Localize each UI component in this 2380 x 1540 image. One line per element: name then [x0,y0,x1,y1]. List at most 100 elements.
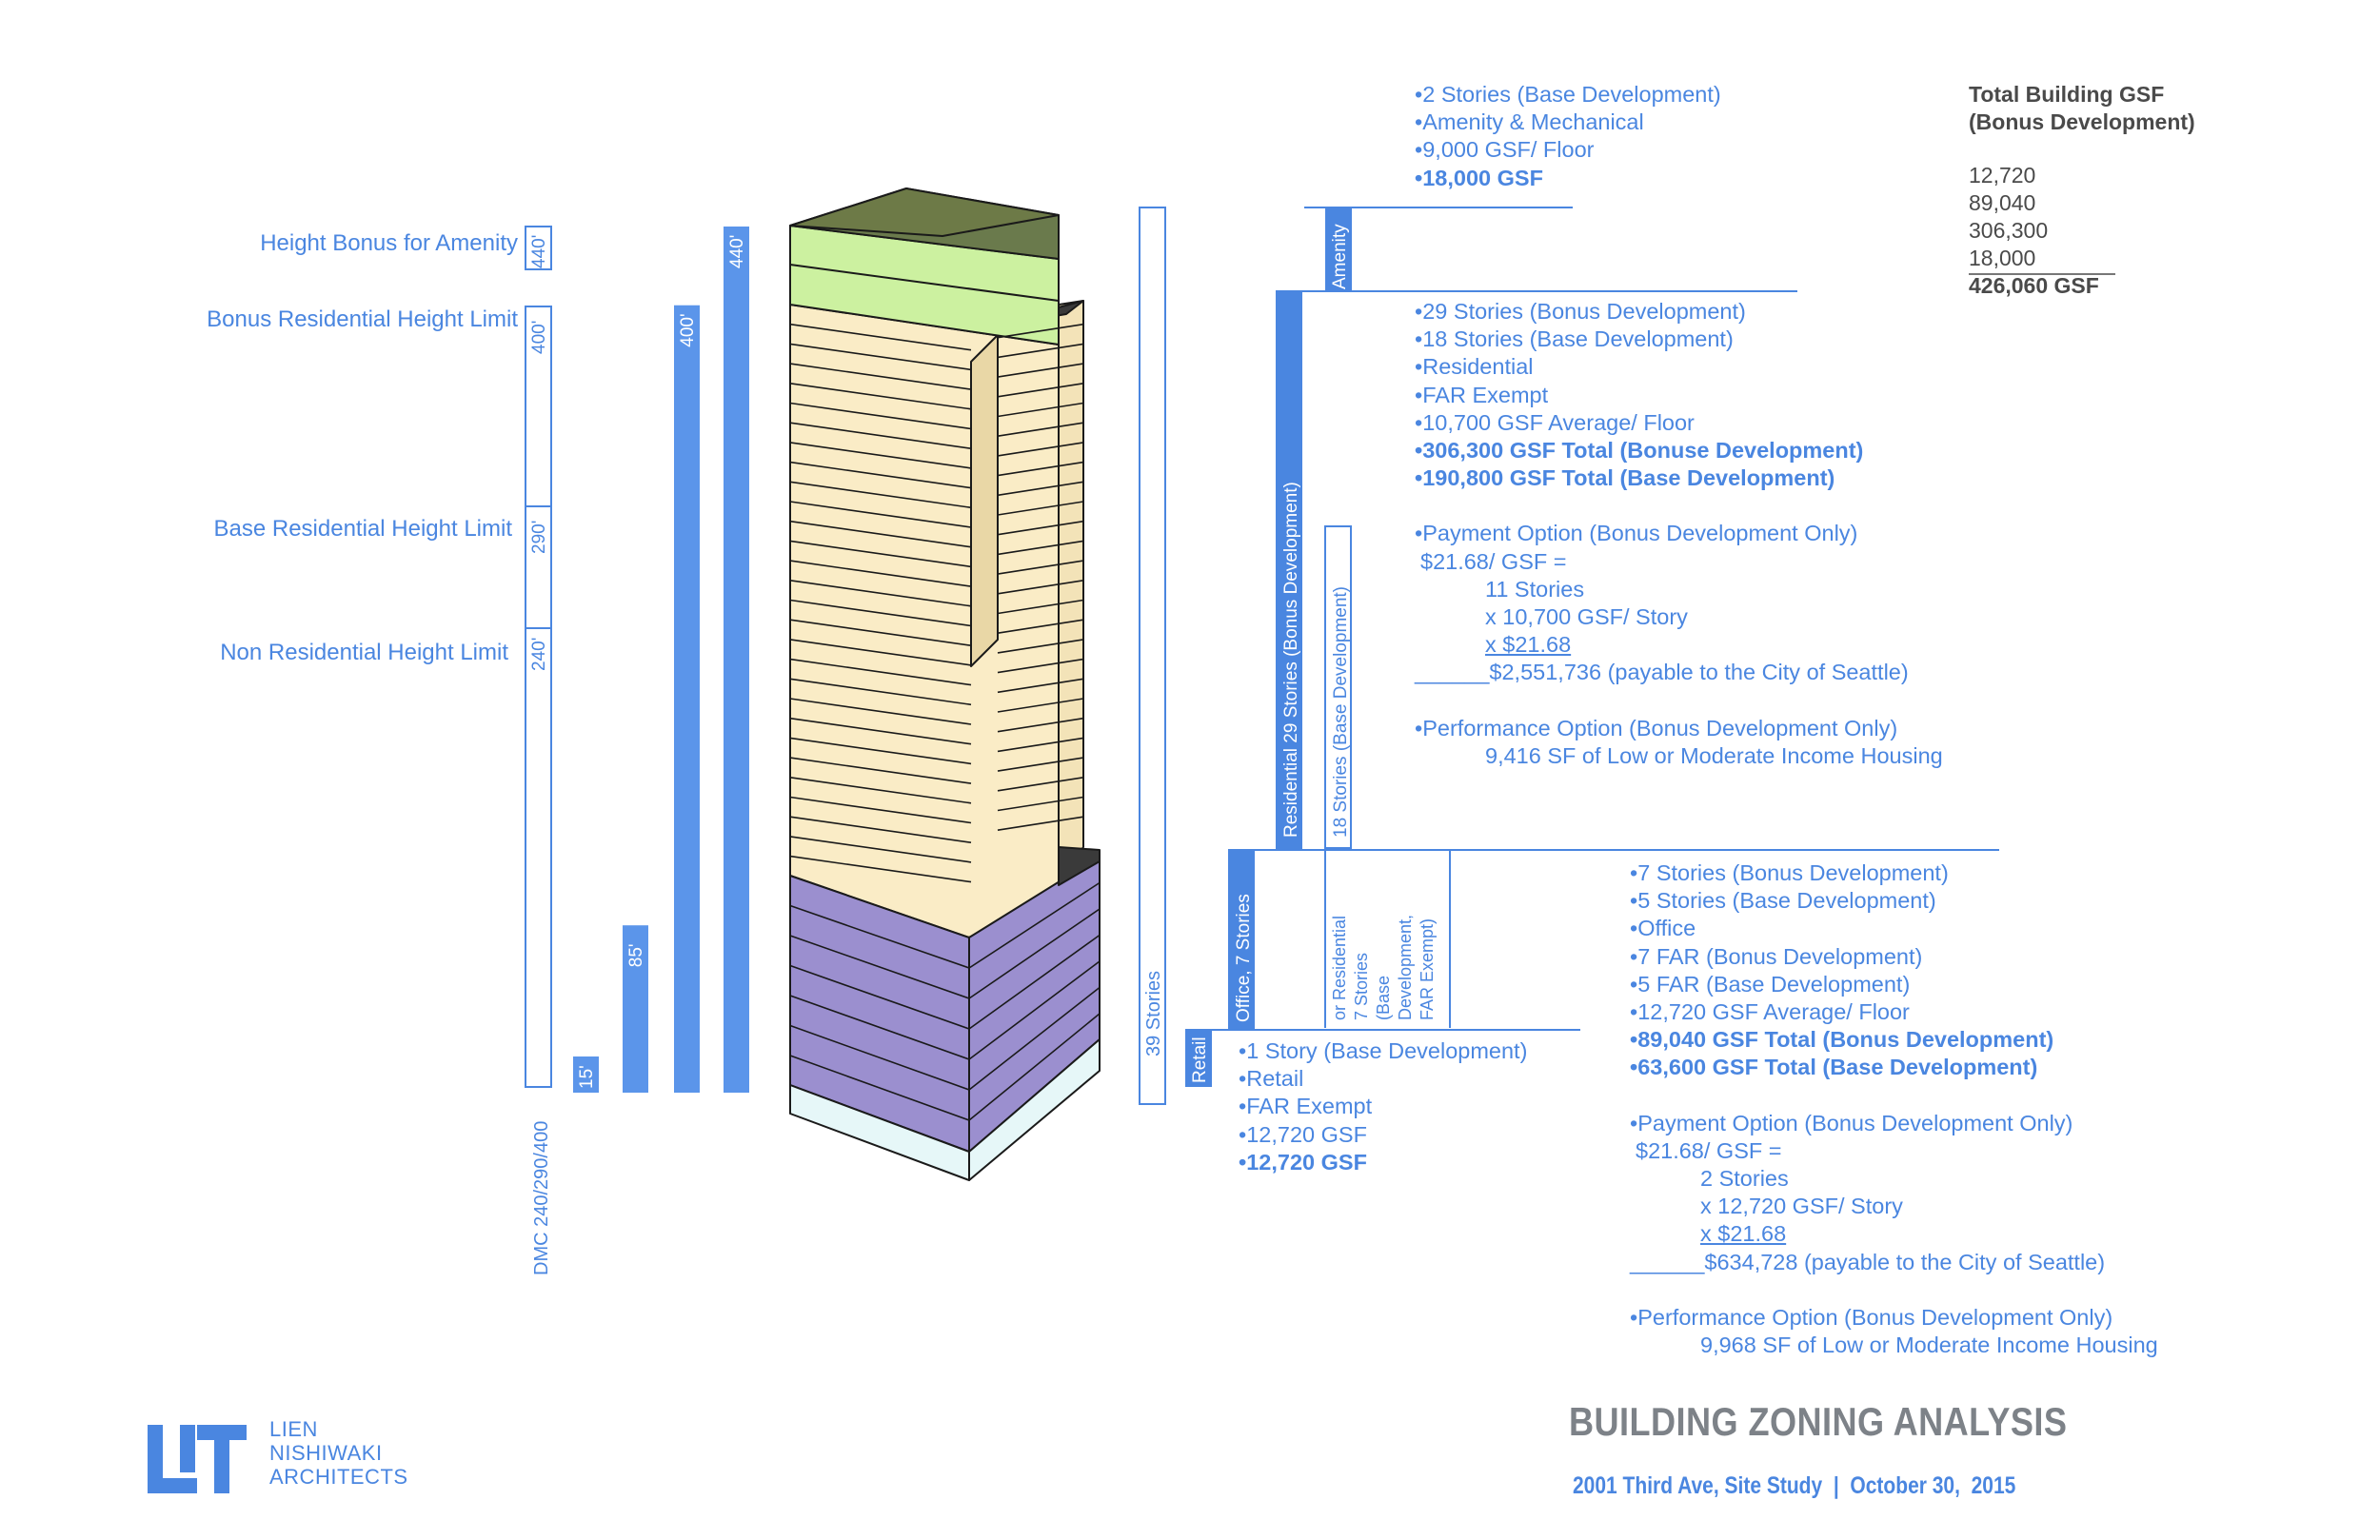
totals-value: 12,720 [1969,163,2036,188]
floor-line [789,935,970,999]
page-title: BUILDING ZONING ANALYSIS [1569,1399,2068,1444]
zone-tick-290: 290' [529,521,549,554]
height-bar-label: 15' [577,1065,597,1089]
residential-payment-multiplier: x $21.68 [1485,632,1572,658]
height-bar-label: 85' [626,943,646,967]
office-line: •89,040 GSF Total (Bonus Development) [1630,1027,2054,1053]
floor-line [789,836,972,863]
office-payment-heading: •Payment Option (Bonus Development Only) [1630,1110,2073,1135]
retail-side [968,1038,1101,1181]
floor-line [997,777,1084,792]
office-top-shadow [1058,846,1101,886]
residential-payment-stories: 11 Stories [1485,576,1585,602]
zone-height-column [525,226,552,1088]
residential-line: •10,700 GSF Average/ Floor [1415,409,1695,435]
floor-line [997,658,1084,674]
zone-tick-400: 400' [529,321,549,354]
retail-line: •12,720 GSF [1239,1149,1367,1175]
totals-heading: Total Building GSF [1969,82,2165,107]
floor-line [997,422,1084,437]
zone-label: DMC 240/290/400 [531,1121,552,1275]
amenity-line: •Amenity & Mechanical [1415,109,1644,135]
office-info: •7 Stories (Bonus Development) •5 Storie… [1630,859,2158,1359]
height-bar-440 [724,227,749,1093]
residential-base-label: 18 Stories (Base Development) [1331,586,1351,838]
floor-line [997,816,1084,831]
residential-line: •Residential [1415,354,1534,380]
zone-tick-240: 240' [529,638,549,671]
floor-lines [789,323,1101,1121]
logo-monogram: LN [148,1425,247,1493]
office-line: •63,600 GSF Total (Base Development) [1630,1055,2038,1080]
residential-performance-heading: •Performance Option (Bonus Development O… [1415,715,1898,740]
label-base-residential-limit: Base Residential Height Limit [213,516,513,542]
residential-line: •29 Stories (Bonus Development) [1415,299,1746,324]
floor-line [968,934,1101,1030]
height-bar-15 [573,1056,599,1093]
floor-line [997,402,1084,418]
label-bonus-residential-limit: Bonus Residential Height Limit [207,306,518,332]
residential-payment-heading: •Payment Option (Bonus Development Only) [1415,521,1858,546]
office-alt-label-4: Development, [1396,915,1415,1020]
office-line: •Office [1630,916,1696,941]
height-bar-label: 440' [727,235,747,268]
floor-line [789,383,972,410]
amenity-line: •18,000 GSF [1415,165,1543,190]
floor-line [997,560,1084,575]
office-line: •12,720 GSF Average/ Floor [1630,999,1910,1025]
floor-line [789,560,972,587]
office-line: •7 FAR (Bonus Development) [1630,943,1923,969]
stories-outline [1139,207,1166,1105]
floor-line [789,540,972,568]
floor-line [997,501,1084,516]
office-payment-rule: ______ [1630,1249,1705,1274]
height-bar-85 [623,925,648,1093]
floor-line [997,737,1084,753]
building-massing [789,188,1101,1181]
logo-line: LIEN [269,1417,318,1441]
floor-line [997,599,1084,615]
office-performance-heading: •Performance Option (Bonus Development O… [1630,1304,2113,1330]
floor-line [789,995,970,1060]
residential-line: •190,800 GSF Total (Base Development) [1415,465,1835,491]
floor-line [789,737,972,765]
residential-payment-rule: ______ [1415,660,1490,685]
amenity-line: •9,000 GSF/ Floor [1415,137,1595,163]
floor-line [997,678,1084,694]
totals-value: 89,040 [1969,190,2036,215]
retail-line: •1 Story (Base Development) [1239,1038,1528,1063]
residential-payment-result: $2,551,736 (payable to the City of Seatt… [1489,660,1909,685]
floor-line [789,658,972,686]
zone-tick-440: 440' [529,235,549,268]
residential-line: •306,300 GSF Total (Bonuse Development) [1415,438,1864,464]
office-payment-result: $634,728 (payable to the City of Seattle… [1704,1249,2106,1274]
office-performance-detail: 9,968 SF of Low or Moderate Income Housi… [1700,1333,2158,1358]
floor-line [997,698,1084,713]
office-payment-multiplier: x $21.68 [1700,1221,1787,1247]
floor-line [997,363,1084,378]
floor-line [789,481,972,509]
height-bar-label: 400' [678,313,698,346]
residential-section-box [1276,291,1302,850]
residential-section-label: Residential 29 Stories (Bonus Developmen… [1281,482,1301,838]
residential-payment-per-story: x 10,700 GSF/ Story [1485,604,1688,630]
residential-setback-face [970,334,999,667]
floor-line [789,855,972,883]
office-alt-label-2: 7 Stories [1352,953,1371,1020]
totals-subheading: (Bonus Development) [1969,109,2195,134]
floor-line [789,442,972,469]
floor-line [789,1024,970,1091]
floor-line [997,639,1084,654]
floor-line [789,580,972,607]
totals-value: 306,300 [1969,218,2049,243]
stories-label: 39 Stories [1143,971,1164,1056]
floor-line [789,501,972,528]
residential-info: •29 Stories (Bonus Development) •18 Stor… [1415,298,1943,770]
floor-line [789,639,972,666]
logo-line: ARCHITECTS [269,1465,408,1489]
label-non-residential-limit: Non Residential Height Limit [220,640,508,665]
floor-line [968,908,1101,999]
office-alt-label-5: FAR Exempt) [1418,918,1437,1020]
floor-line [789,323,972,351]
floor-line [997,796,1084,812]
